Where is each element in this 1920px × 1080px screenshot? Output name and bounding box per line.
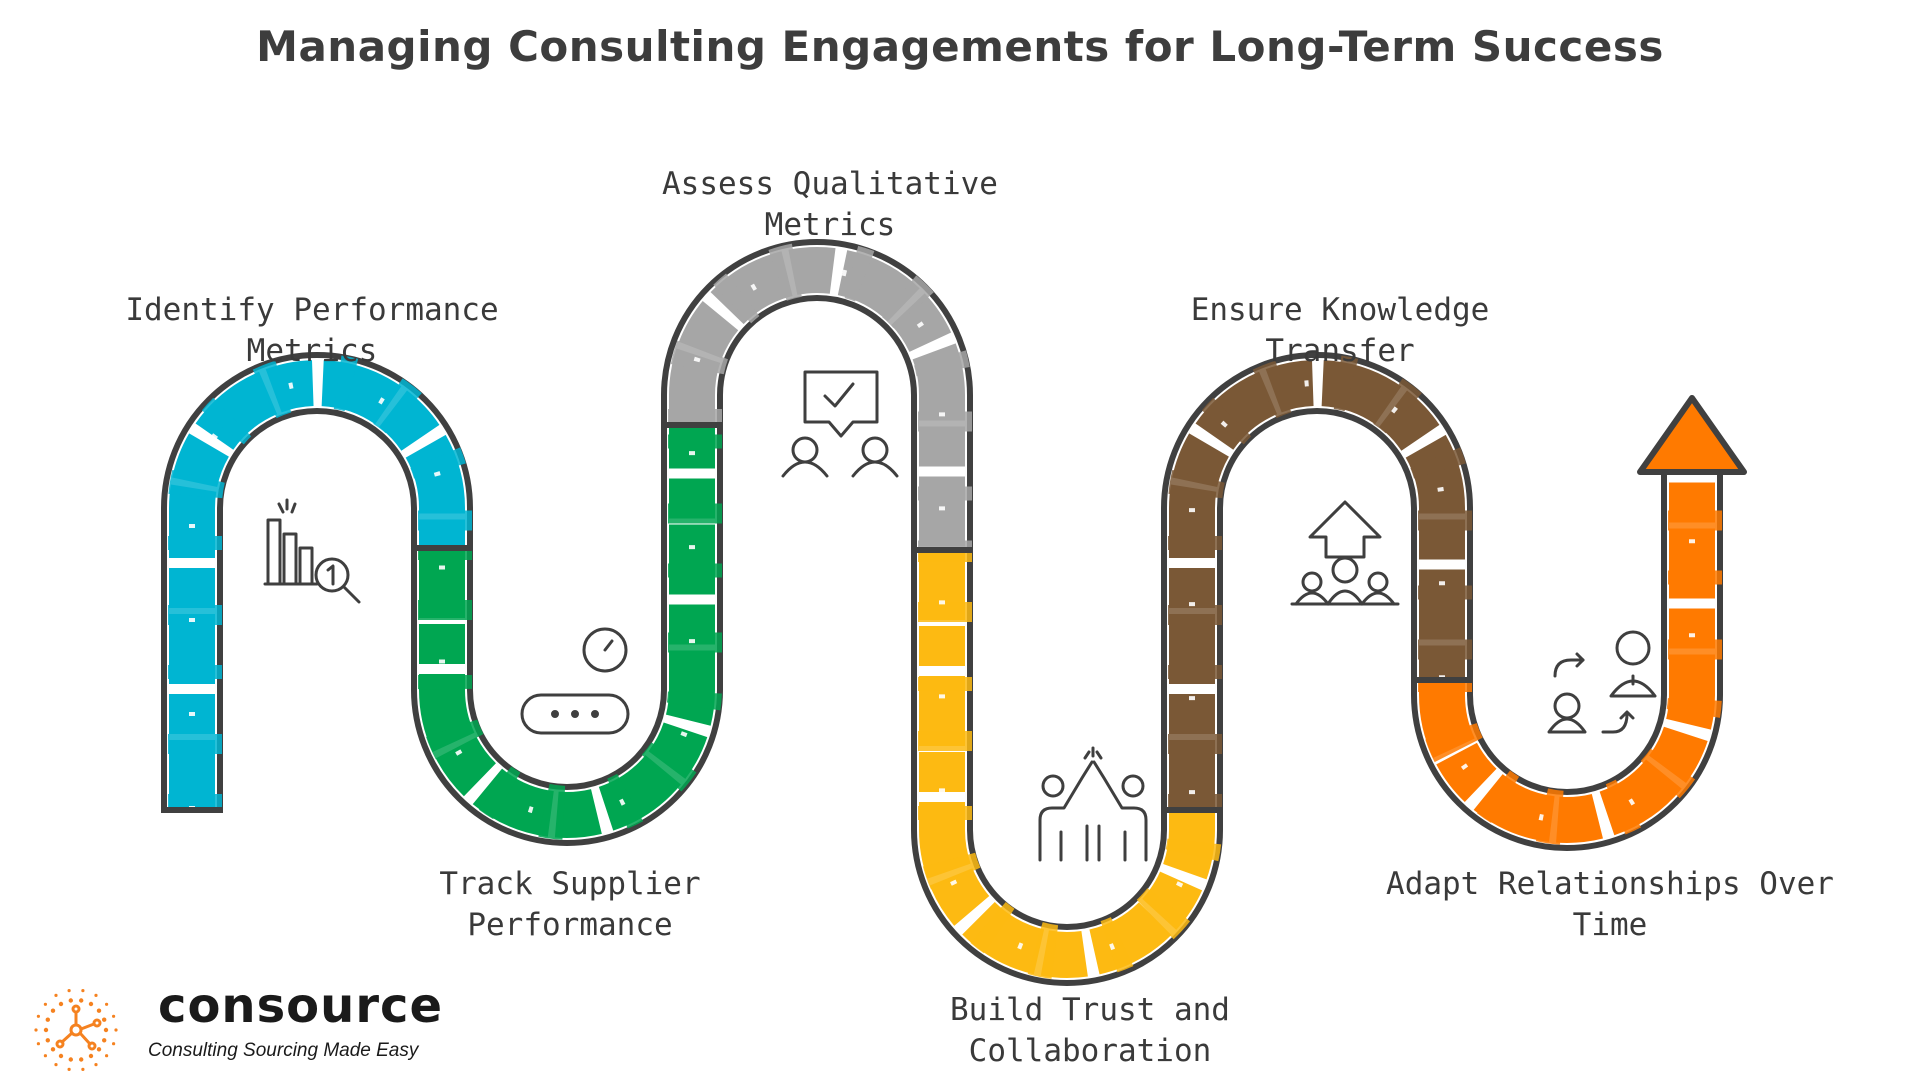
step-4-label-line-1: Build Trust and (950, 992, 1230, 1028)
road-segment-step-3 (668, 241, 972, 550)
step-5-label-line-2: Transfer (1265, 333, 1415, 369)
diagram-title: Managing Consulting Engagements for Long… (256, 22, 1664, 71)
step-5-label-line-1: Ensure Knowledge (1190, 292, 1490, 328)
brand-tagline: Consulting Sourcing Made Easy (148, 1040, 419, 1061)
knowledge-growth-group-icon (1290, 500, 1400, 606)
step-1-label-line-1: Identify Performance (125, 292, 499, 328)
road-segment-step-5 (1168, 354, 1472, 810)
step-1-label-line-2: Metrics (246, 333, 378, 369)
step-6-label-line-2: Time (1572, 907, 1648, 943)
step-label-track-supplier-performance: Track Supplier Performance (380, 864, 760, 946)
step-3-label-line-1: Assess Qualitative (662, 166, 998, 202)
conveyor-gauge-icon (520, 627, 630, 735)
brand-name: consource (158, 978, 443, 1034)
step-3-label-line-2: Metrics (764, 207, 896, 243)
road-segment-step-2 (418, 423, 722, 840)
step-icons (263, 370, 1657, 862)
step-label-build-trust-and-collaboration: Build Trust and Collaboration (900, 990, 1280, 1072)
step-label-assess-qualitative-metrics: Assess Qualitative Metrics (640, 164, 1020, 246)
step-4-label-line-2: Collaboration (968, 1033, 1212, 1069)
brand-block: consource Consulting Sourcing Made Easy (36, 978, 476, 1070)
road-segment-step-4 (918, 548, 1222, 980)
feedback-checkmark-people-icon (781, 370, 899, 478)
high-five-icon (1038, 746, 1148, 862)
step-label-adapt-relationships-over-time: Adapt Relationships Over Time (1380, 864, 1840, 946)
road-end-arrowhead (1637, 395, 1747, 475)
road-colored-segments (161, 241, 1747, 980)
step-label-ensure-knowledge-transfer: Ensure Knowledge Transfer (1140, 290, 1540, 372)
step-6-label-line-1: Adapt Relationships Over (1386, 866, 1834, 902)
step-2-label-line-1: Track Supplier (439, 866, 701, 902)
step-2-label-line-2: Performance (467, 907, 673, 943)
road-segment-step-6 (1418, 468, 1722, 845)
relationship-exchange-icon (1547, 630, 1657, 734)
bar-chart-magnifier-icon (263, 498, 361, 604)
network-sun-logo-icon (34, 989, 118, 1071)
road-segment-step-1 (168, 354, 472, 810)
step-label-identify-performance-metrics: Identify Performance Metrics (112, 290, 512, 372)
